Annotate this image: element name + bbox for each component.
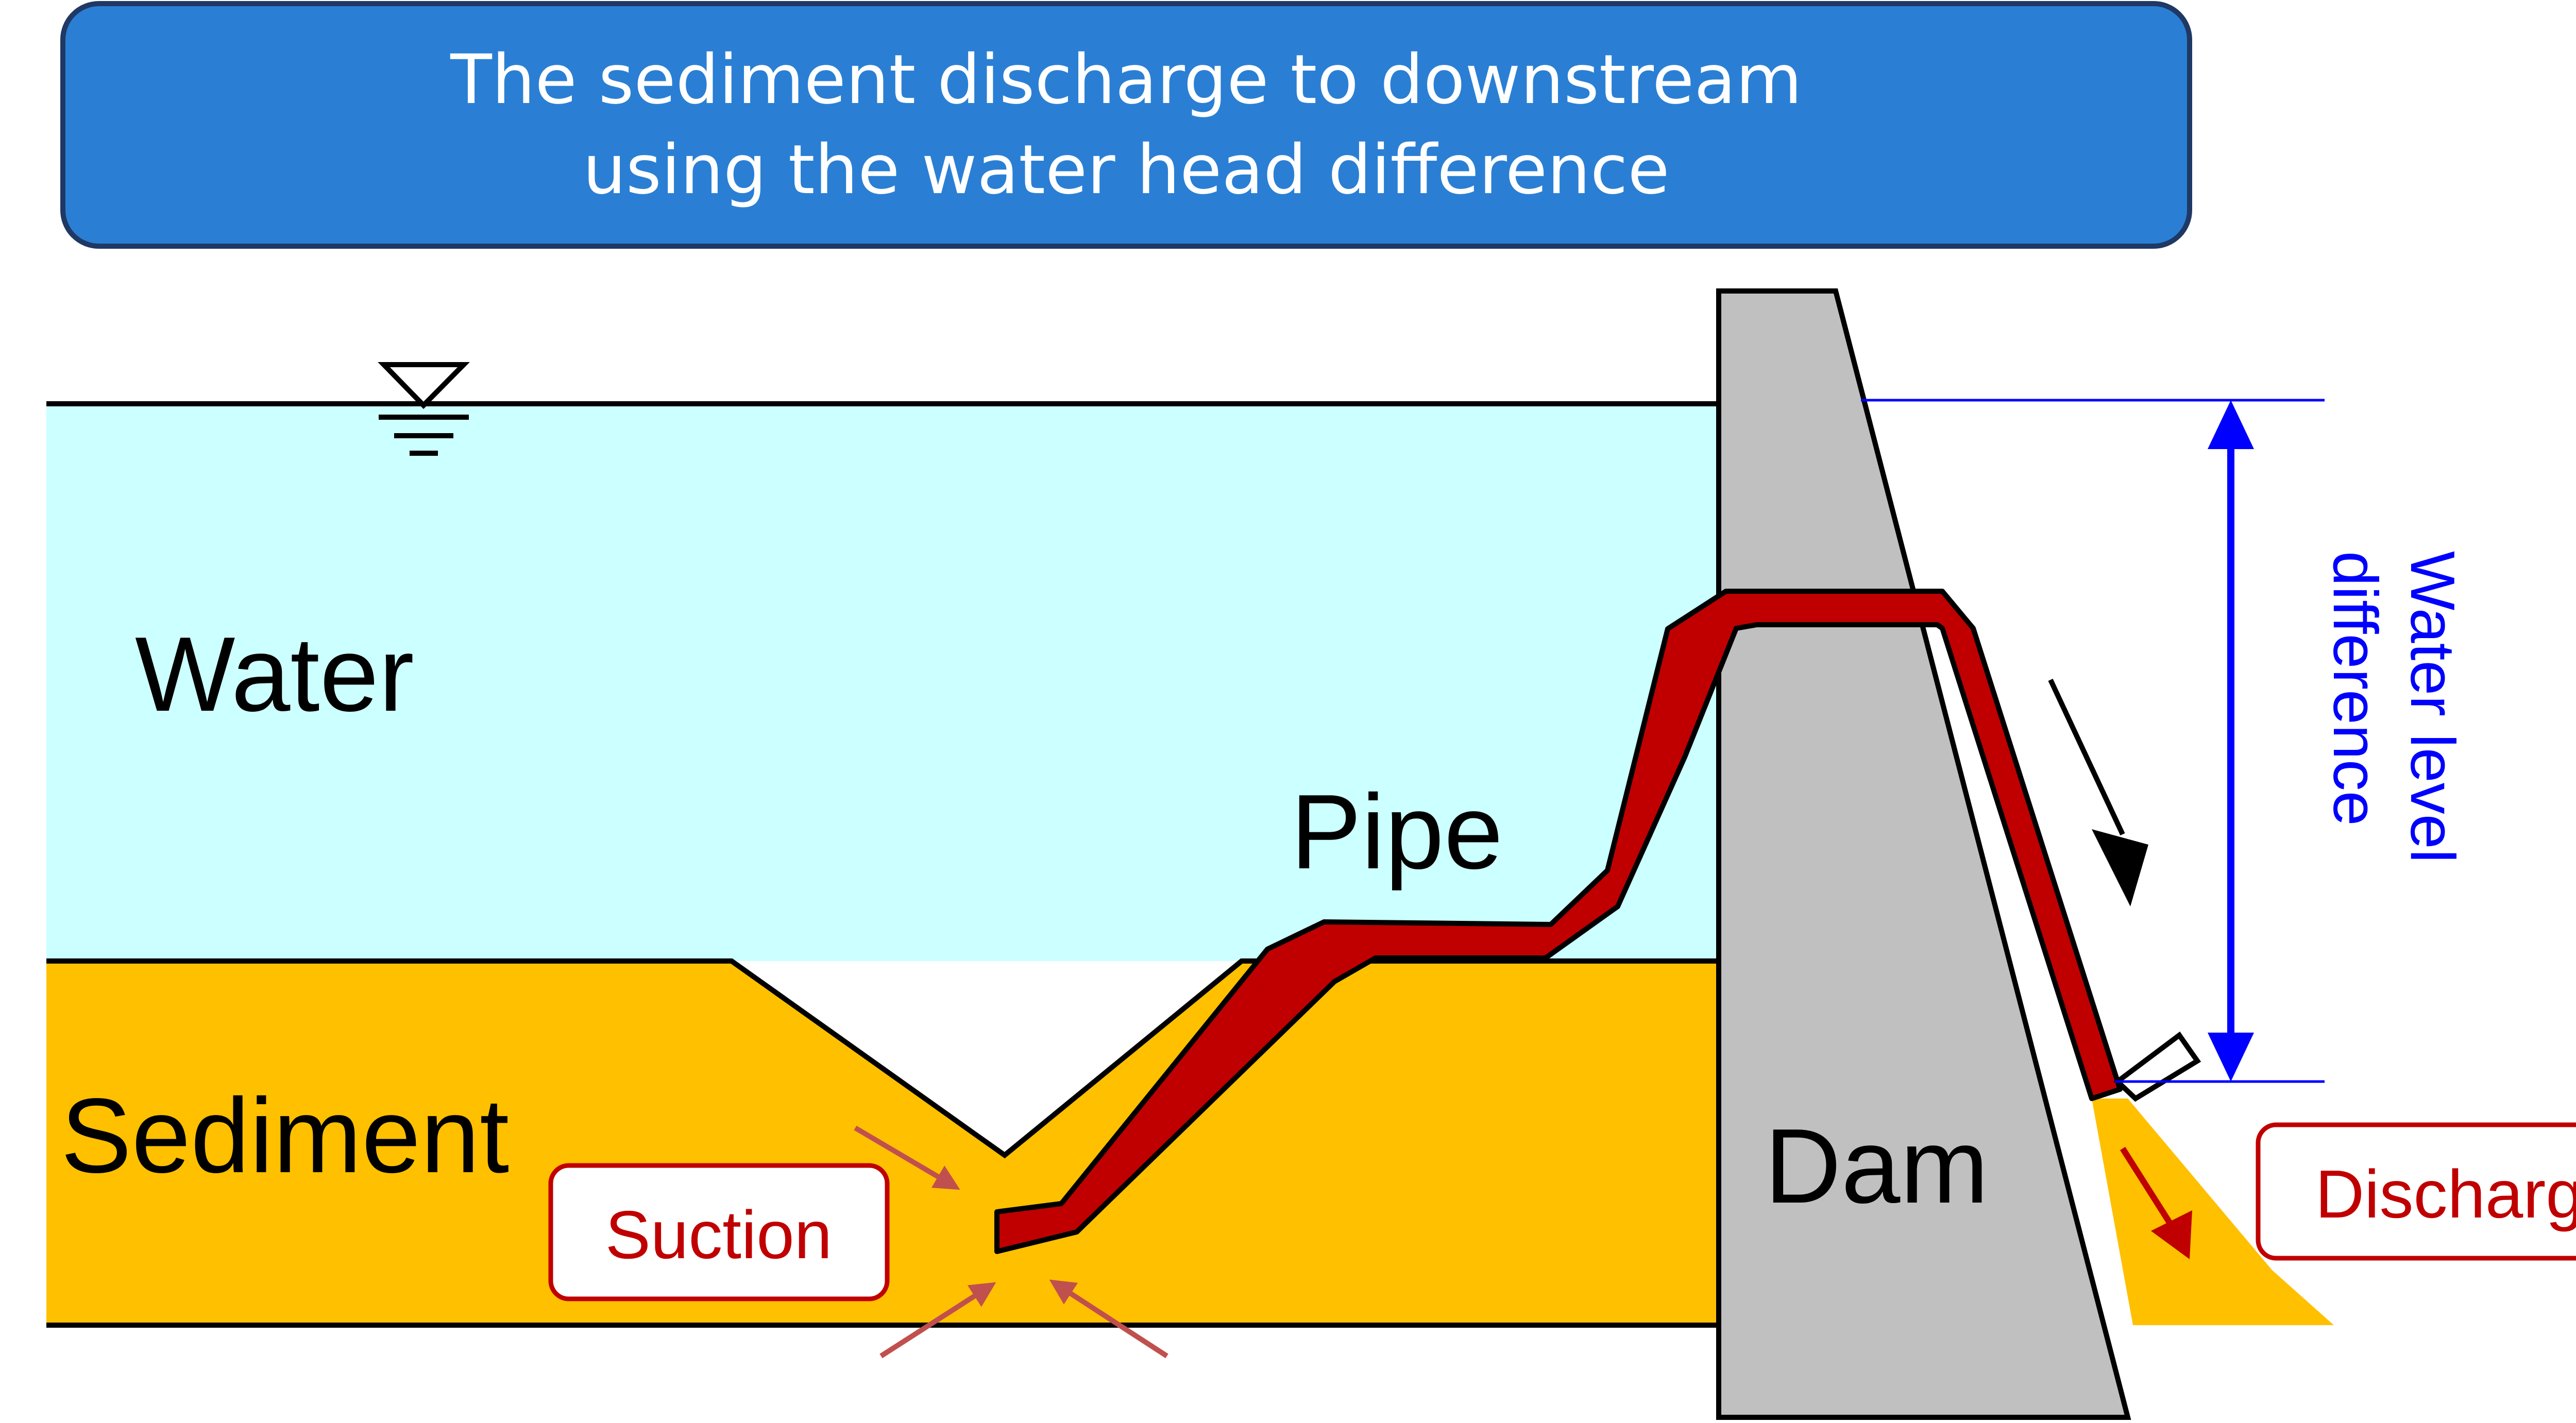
water-body bbox=[46, 404, 1719, 961]
pipe-outlet bbox=[2113, 1031, 2201, 1102]
suction-label: Suction bbox=[605, 1197, 832, 1273]
water-level-label-line-2: difference bbox=[2320, 551, 2391, 826]
title-banner: The sediment discharge to downstream usi… bbox=[60, 1, 2192, 249]
flow-direction-arrow bbox=[2048, 678, 2148, 906]
suction-callout: Suction bbox=[548, 1163, 890, 1301]
suction-arrow-lower-right bbox=[1049, 1279, 1168, 1359]
title-line-2: using the water head difference bbox=[583, 130, 1669, 210]
pipe-label: Pipe bbox=[1291, 773, 1503, 891]
suction-arrow-upper-left bbox=[854, 1125, 960, 1190]
water-label: Water bbox=[135, 615, 414, 733]
discharged-sediment bbox=[2092, 1099, 2334, 1325]
water-level-difference-indicator bbox=[1861, 399, 2325, 1083]
sediment-label: Sediment bbox=[61, 1076, 509, 1195]
suction-arrow-lower-left bbox=[879, 1282, 996, 1359]
water-level-label-line-1: Water level bbox=[2398, 551, 2468, 863]
discharge-flow-arrow bbox=[2120, 1146, 2192, 1259]
suction-arrows bbox=[854, 1125, 1168, 1359]
dam-body bbox=[1716, 288, 2131, 1420]
water-surface-level-icon bbox=[378, 362, 470, 456]
discharge-callout: Discharge bbox=[2256, 1122, 2576, 1261]
sediment-surface-line bbox=[46, 958, 1719, 1159]
pipe-body bbox=[994, 589, 2123, 1254]
dam-label: Dam bbox=[1765, 1107, 1989, 1225]
title-line-1: The sediment discharge to downstream bbox=[450, 40, 1802, 119]
discharge-label: Discharge bbox=[2315, 1156, 2576, 1232]
